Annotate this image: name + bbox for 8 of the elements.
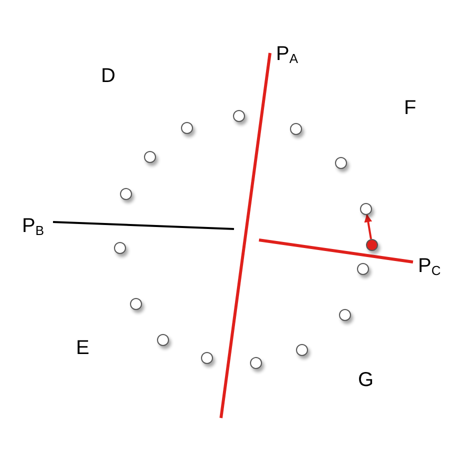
region-label: F xyxy=(404,98,416,118)
region-label: P$_{C}$ xyxy=(418,256,441,276)
region-label: D xyxy=(101,66,116,86)
region-label: E xyxy=(76,338,90,358)
region-label: P$_{B}$ xyxy=(22,216,44,236)
region-label: P$_{A}$ xyxy=(276,44,298,64)
arrow xyxy=(364,214,372,240)
region-label: G xyxy=(358,370,374,390)
